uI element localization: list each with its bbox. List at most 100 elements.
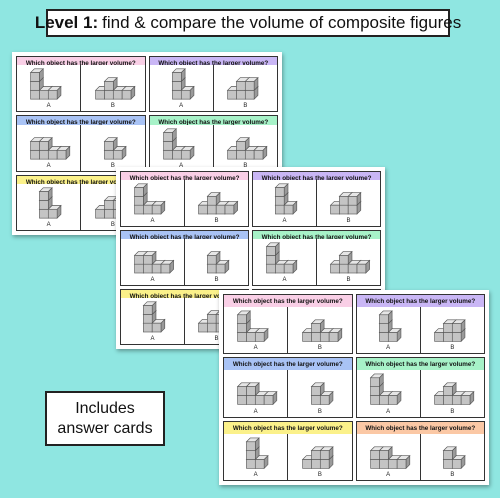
cube-stack-figure-icon bbox=[237, 310, 270, 343]
option-a: A bbox=[121, 180, 184, 226]
question-header: Which object has the larger volume? bbox=[224, 421, 352, 434]
option-label: A bbox=[179, 162, 184, 169]
option-label: B bbox=[243, 162, 248, 169]
question-header: Which object has the larger volume? bbox=[121, 172, 248, 181]
question-header: Which object has the larger volume? bbox=[224, 295, 352, 307]
option-label: B bbox=[243, 103, 248, 110]
cube-stack-figure-icon bbox=[39, 187, 63, 219]
cube-stack-figure-icon bbox=[369, 445, 411, 469]
option-label: A bbox=[282, 277, 287, 283]
cube-stack-figure-icon bbox=[226, 77, 259, 101]
question-header: Which object has the larger volume? bbox=[149, 57, 277, 66]
option-label: B bbox=[317, 345, 322, 352]
option-a: A bbox=[150, 125, 213, 171]
question-header: Which object has the larger volume? bbox=[17, 57, 145, 66]
option-b: B bbox=[287, 433, 351, 480]
option-label: A bbox=[386, 471, 391, 478]
question-header: Which object has the larger volume? bbox=[253, 231, 380, 240]
question-card: Which object has the larger volume? A B bbox=[252, 230, 381, 286]
cube-stack-figure-icon bbox=[266, 242, 298, 274]
option-a: A bbox=[121, 239, 184, 285]
question-header: Which object has the larger volume? bbox=[253, 172, 380, 181]
cube-stack-figure-icon bbox=[30, 68, 63, 101]
option-b: B bbox=[184, 239, 248, 285]
option-b: B bbox=[80, 65, 144, 112]
option-b: B bbox=[184, 180, 248, 226]
option-a: A bbox=[253, 180, 316, 226]
option-a: A bbox=[150, 65, 213, 111]
option-b: B bbox=[80, 124, 144, 171]
option-b: B bbox=[419, 433, 484, 480]
question-header: Which object has the larger volume? bbox=[121, 231, 248, 240]
cube-stack-figure-icon bbox=[330, 192, 362, 215]
cube-stack-figure-icon bbox=[433, 382, 475, 406]
cube-stack-figure-icon bbox=[134, 251, 175, 274]
cube-stack-figure-icon bbox=[30, 136, 71, 160]
option-label: A bbox=[46, 221, 51, 228]
cube-stack-figure-icon bbox=[433, 319, 466, 343]
includes-line-2: answer cards bbox=[57, 419, 153, 437]
option-label: A bbox=[282, 218, 287, 224]
option-label: A bbox=[179, 103, 184, 110]
question-header: Which object has the larger volume? bbox=[356, 295, 484, 307]
option-label: B bbox=[317, 471, 322, 478]
cube-stack-figure-icon bbox=[206, 251, 230, 274]
option-label: B bbox=[450, 345, 455, 352]
option-b: B bbox=[212, 124, 277, 171]
title-banner: Level 1: find & compare the volume of co… bbox=[35, 9, 461, 37]
option-a: A bbox=[17, 125, 80, 171]
option-label: A bbox=[150, 336, 155, 342]
option-b: B bbox=[316, 180, 380, 226]
option-label: A bbox=[46, 103, 51, 110]
question-header: Which object has the larger volume? bbox=[17, 116, 145, 125]
cube-stack-figure-icon bbox=[103, 136, 127, 160]
option-label: B bbox=[214, 336, 219, 342]
title-text: find & compare the volume of composite f… bbox=[102, 13, 462, 32]
option-label: B bbox=[317, 408, 322, 415]
option-b: B bbox=[212, 65, 277, 112]
option-label: B bbox=[110, 162, 115, 169]
option-label: A bbox=[150, 277, 155, 283]
option-label: B bbox=[110, 221, 115, 228]
question-header: Which object has the larger volume? bbox=[149, 116, 277, 125]
option-a: A bbox=[17, 65, 80, 111]
option-label: A bbox=[386, 345, 391, 352]
question-header: Which object has the larger volume? bbox=[224, 358, 352, 371]
cube-stack-figure-icon bbox=[246, 436, 270, 469]
option-label: B bbox=[450, 471, 455, 478]
title-level: Level 1: bbox=[34, 13, 99, 32]
cube-stack-figure-icon bbox=[310, 382, 334, 406]
option-a: A bbox=[357, 307, 420, 353]
option-b: B bbox=[316, 239, 380, 285]
option-label: B bbox=[346, 277, 351, 283]
option-b: B bbox=[287, 307, 351, 354]
question-header: Which object has the larger volume? bbox=[121, 290, 248, 299]
option-label: B bbox=[214, 277, 219, 283]
cube-stack-figure-icon bbox=[237, 382, 278, 406]
option-label: B bbox=[450, 408, 455, 415]
includes-line-1: Includes bbox=[75, 399, 135, 417]
option-label: A bbox=[253, 345, 258, 352]
option-a: A bbox=[224, 370, 287, 416]
cube-stack-figure-icon bbox=[301, 445, 334, 469]
option-a: A bbox=[357, 370, 420, 416]
